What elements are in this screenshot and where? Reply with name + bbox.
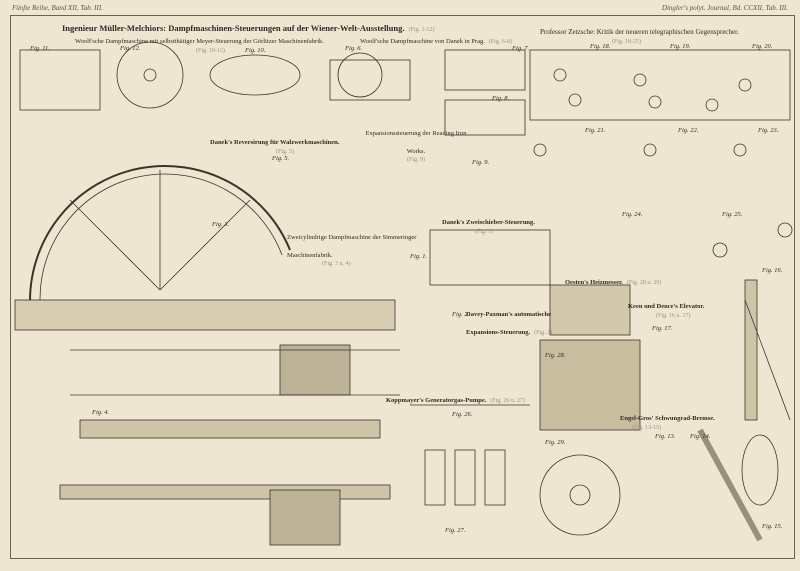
davey-block: Davey-Paxman's automatische Expansions-S… — [466, 303, 578, 338]
oesten-block: Oesten's Heizmesser. (Fig. 28 u. 29) — [565, 271, 661, 289]
fig-label: Fig. 7. — [512, 45, 530, 52]
engel-block: Engel-Gros' Schwungrad-Bremse. (Fig. 13-… — [620, 407, 715, 431]
fig-label: Fig. 29. — [545, 439, 566, 446]
fig-label: Fig. 20. — [752, 43, 773, 50]
fig-label: Fig. 2. — [452, 311, 470, 318]
fig-label: Fig. 14. — [690, 433, 711, 440]
fig-label: Fig. 1. — [410, 253, 428, 260]
fig-label: Fig. 5. — [272, 155, 290, 162]
fig-label: Fig. 18. — [590, 43, 611, 50]
reading-block: Expansionssteuerung der Reading Iron Wor… — [362, 122, 470, 164]
oesten-ref: (Fig. 28 u. 29) — [626, 280, 662, 286]
main-title-block: Ingenieur Müller-Melchiors: Dampfmaschin… — [62, 18, 435, 36]
zweischieber-block: Danek's Zweischieber-Steuerung. (Fig. 1) — [442, 211, 535, 235]
header-left: Fünfte Reihe, Band XII, Tab. III. — [12, 4, 103, 12]
fig-label: Fig. 4. — [92, 409, 110, 416]
fig-label: Fig. 17. — [652, 325, 673, 332]
zetzsche-title: Professor Zetzsche: Kritik der neueren t… — [540, 28, 739, 36]
koppmayer-title: Koppmayer's Generatorgas-Pumpe. — [386, 397, 487, 404]
keen-block: Keen und Dence's Elevator. (Fig. 16 u. 1… — [628, 295, 704, 319]
fig-label: Fig. 26. — [452, 411, 473, 418]
fig-label: Fig. 22. — [678, 127, 699, 134]
fig-label: Fig. 23. — [758, 127, 779, 134]
fig-label: Fig. 25. — [722, 211, 743, 218]
davey-title: Davey-Paxman's automatische Expansions-S… — [466, 311, 552, 336]
koppmayer-block: Koppmayer's Generatorgas-Pumpe. (Fig. 26… — [386, 389, 525, 407]
fig-label: Fig. 27. — [445, 527, 466, 534]
upper-machines — [19, 41, 526, 136]
fig-label: Fig. 10. — [245, 47, 266, 54]
reversirung-title: Danek's Reversirung für Walzwerkmaschine… — [210, 139, 340, 146]
keen-ref: (Fig. 16 u. 17) — [656, 312, 691, 319]
woolf-danek-block: Woolf'sche Dampfmaschine von Danek in Pr… — [360, 30, 512, 48]
fig-label: Fig. 28. — [545, 352, 566, 359]
reversirung-block: Danek's Reversirung für Walzwerkmaschine… — [210, 131, 339, 155]
koppmayer-ref: (Fig. 26 u. 27) — [490, 398, 525, 404]
zweicyl-title: Zweicylindrige Dampfmaschine der Simmeri… — [287, 234, 417, 259]
fig-label: Fig. 9. — [472, 159, 490, 166]
main-title: Ingenieur Müller-Melchiors: Dampfmaschin… — [62, 23, 405, 33]
zweicyl-block: Zweicylindrige Dampfmaschine der Simmeri… — [287, 226, 422, 268]
fig-label: Fig. 12. — [120, 45, 141, 52]
fig-label: Fig. 8. — [492, 95, 510, 102]
engel-ref: (Fig. 13-15) — [632, 424, 661, 431]
fig-label: Fig. 15. — [762, 523, 783, 530]
heater-and-pump — [410, 229, 641, 536]
fig-label: Fig. 3. — [212, 221, 230, 228]
fig-label: Fig. 13. — [655, 433, 676, 440]
fig-label: Fig. 16. — [762, 267, 783, 274]
woolf-danek-title: Woolf'sche Dampfmaschine von Danek in Pr… — [360, 38, 485, 45]
davey-ref: (Fig. 2) — [534, 329, 553, 336]
zetzsche-block: Professor Zetzsche: Kritik der neueren t… — [540, 21, 739, 45]
engel-title: Engel-Gros' Schwungrad-Bremse. — [620, 415, 715, 422]
zetzsche-ref: (Fig. 18-25) — [612, 38, 641, 45]
fig-label: Fig. 21. — [585, 127, 606, 134]
keen-title: Keen und Dence's Elevator. — [628, 303, 705, 310]
zweicyl-ref: (Fig. 3 u. 4) — [322, 261, 351, 268]
oesten-title: Oesten's Heizmesser. — [565, 279, 623, 286]
woolf-goerlitz-ref: (Fig. 10-12) — [196, 47, 225, 54]
flywheel-drawing — [14, 164, 396, 331]
woolf-goerlitz-title: Woolf'sche Dampfmaschine mit selbstthäti… — [75, 38, 324, 45]
woolf-danek-ref: (Fig. 6-8) — [488, 39, 512, 45]
main-title-ref: (Fig. 1-12) — [408, 27, 435, 33]
reversirung-ref: (Fig. 5) — [276, 148, 294, 155]
reading-title: Expansionssteuerung der Reading Iron Wor… — [365, 130, 467, 155]
zweischieber-title: Danek's Zweischieber-Steuerung. — [442, 219, 535, 226]
plate-border — [10, 15, 795, 559]
reading-ref: (Fig. 9) — [407, 157, 425, 164]
woolf-goerlitz-block: Woolf'sche Dampfmaschine mit selbstthäti… — [75, 30, 324, 54]
fig-label: Fig. 19. — [670, 43, 691, 50]
fig-label: Fig. 6. — [345, 45, 363, 52]
gear-wheel-drawing — [59, 344, 400, 546]
fig-label: Fig. 24. — [622, 211, 643, 218]
zweischieber-ref: (Fig. 1) — [475, 228, 493, 235]
fig-label: Fig. 11. — [30, 45, 50, 52]
telegraph-diagrams — [529, 49, 793, 258]
header-right: Dingler's polyt. Journal, Bd. CCXII, Tab… — [661, 4, 788, 12]
elevator-and-brake — [697, 279, 791, 542]
